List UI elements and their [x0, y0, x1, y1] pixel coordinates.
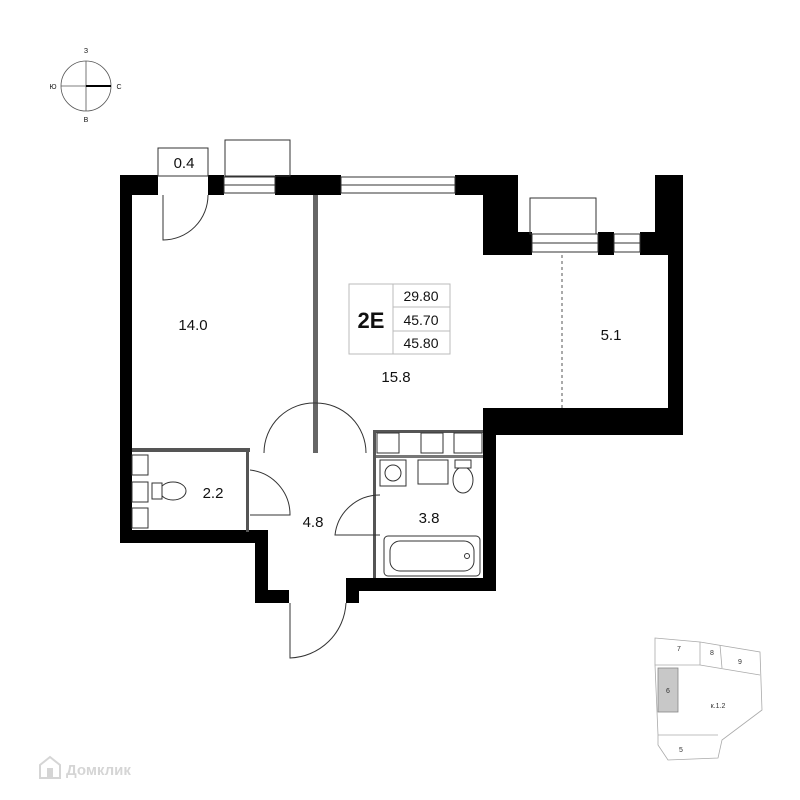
room-area-living: 15.8 [381, 369, 410, 386]
room-area-loggia-small: 0.4 [174, 155, 195, 172]
key-plan-section-8: 8 [710, 650, 714, 657]
compass-west-label: Ю [49, 84, 56, 91]
key-plan-section-5: 5 [679, 747, 683, 754]
room-area-hall: 4.8 [303, 514, 324, 531]
compass-north-label: З [84, 48, 88, 55]
key-plan-section-9: 9 [738, 659, 742, 666]
apartment-type: 2Е [358, 308, 385, 333]
walls [120, 175, 683, 603]
domclick-logo-icon [39, 755, 61, 779]
key-plan: 7 8 9 6 5 к.1.2 [654, 637, 763, 761]
room-area-balcony: 5.1 [601, 327, 622, 344]
apartment-info-box: 2Е 29.80 45.70 45.80 [348, 283, 451, 355]
key-plan-building-label: к.1.2 [711, 703, 726, 710]
room-area-toilet: 2.2 [203, 485, 224, 502]
brand-watermark: Домклик [39, 755, 131, 779]
room-area-bedroom: 14.0 [178, 317, 207, 334]
key-plan-highlighted-section [657, 667, 679, 713]
windows [157, 139, 641, 253]
compass-east-label: С [116, 84, 121, 91]
brand-name: Домклик [66, 762, 131, 779]
compass: З Ю С В [49, 48, 121, 124]
area-living: 29.80 [403, 288, 438, 304]
key-plan-section-6: 6 [666, 688, 670, 695]
area-with-balcony: 45.80 [403, 335, 438, 351]
compass-south-label: В [84, 117, 89, 124]
key-plan-section-7: 7 [677, 646, 681, 653]
fixtures [131, 432, 483, 577]
room-area-bathroom: 3.8 [419, 510, 440, 527]
area-total: 45.70 [403, 312, 438, 328]
doors [162, 194, 563, 659]
